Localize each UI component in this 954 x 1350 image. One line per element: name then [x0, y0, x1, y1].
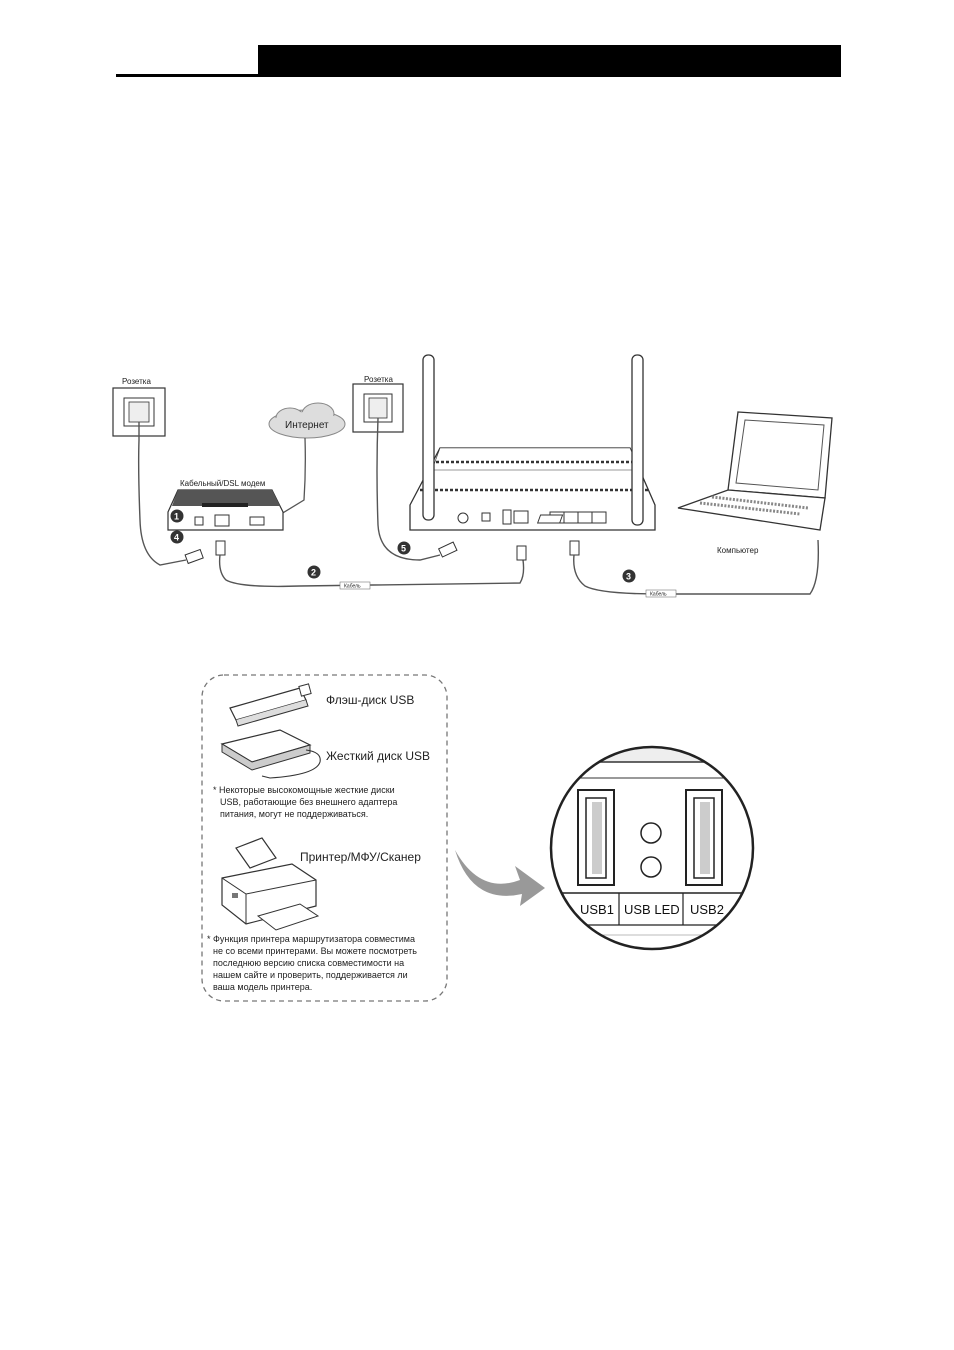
- hdd-note-1: * Некоторые высокомощные жесткие диски: [213, 785, 395, 795]
- header-bar: [258, 45, 841, 77]
- outlet-right-label: Розетка: [364, 375, 393, 384]
- usb-zoom-ring: [549, 745, 755, 951]
- step-2-badge: [307, 565, 321, 579]
- printer-note-1: * Функция принтера маршрутизатора совмес…: [207, 934, 415, 944]
- printer-note-3: последнюю версию списка совместимости на: [213, 958, 404, 968]
- computer-label: Компьютер: [717, 546, 759, 555]
- usb1-label: USB1: [580, 902, 614, 917]
- printer-note-5: ваша модель принтера.: [213, 982, 312, 992]
- printer-note-2: не со всеми принтерами. Вы можете посмот…: [213, 946, 417, 956]
- laptop: [536, 411, 833, 531]
- router: [409, 354, 656, 531]
- printer-note-4: нашем сайте и проверить, поддерживается …: [213, 970, 408, 980]
- header-rule: [116, 74, 258, 77]
- internet-cloud: [267, 402, 346, 523]
- modem: [167, 489, 284, 531]
- cable-1-label: Кабель: [344, 584, 361, 590]
- step-5: 5: [401, 544, 406, 554]
- step-1-badge: [170, 509, 184, 523]
- usb2-label: USB2: [690, 902, 724, 917]
- printer-icon: [221, 837, 320, 931]
- hdd-icon: [220, 729, 321, 779]
- outlet-left-label: Розетка: [122, 377, 151, 386]
- step-4-badge: [170, 530, 184, 544]
- flash-drive-icon: [229, 683, 312, 727]
- cable-modem-router: [215, 540, 527, 590]
- hdd-note-2: USB, работающие без внешнего адаптера: [220, 797, 397, 807]
- step-3-badge: [622, 569, 636, 583]
- outlet-right: [352, 383, 458, 561]
- step-4: 4: [174, 533, 179, 543]
- usb-led-label: USB LED: [624, 902, 680, 917]
- internet-label: Интернет: [285, 420, 329, 431]
- modem-label: Кабельный/DSL модем: [180, 479, 265, 488]
- devices-frame: [201, 674, 448, 1002]
- hdd-label: Жесткий диск USB: [326, 749, 430, 763]
- arrow-icon: [455, 850, 545, 906]
- step-2: 2: [311, 568, 316, 578]
- cable-router-computer: [569, 539, 820, 598]
- step-5-badge: [397, 541, 411, 555]
- usb-zoom: [551, 747, 753, 949]
- flash-label: Флэш-диск USB: [326, 693, 414, 707]
- step-3: 3: [626, 572, 631, 582]
- printer-label: Принтер/МФУ/Сканер: [300, 850, 421, 864]
- outlet-left: [112, 387, 204, 566]
- hdd-note-3: питания, могут не поддерживаться.: [220, 809, 368, 819]
- cable-2-label: Кабель: [650, 592, 667, 598]
- step-1: 1: [174, 512, 179, 522]
